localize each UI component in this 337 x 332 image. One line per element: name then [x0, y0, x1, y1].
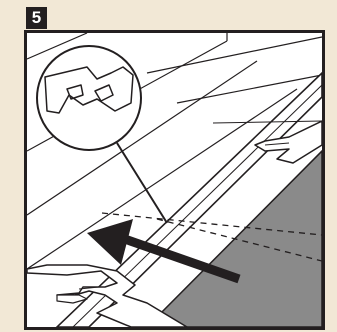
illustration-panel — [24, 30, 325, 330]
hand-icon — [27, 265, 187, 327]
step-number-badge: 5 — [26, 7, 47, 29]
flooring-illustration — [27, 33, 322, 327]
